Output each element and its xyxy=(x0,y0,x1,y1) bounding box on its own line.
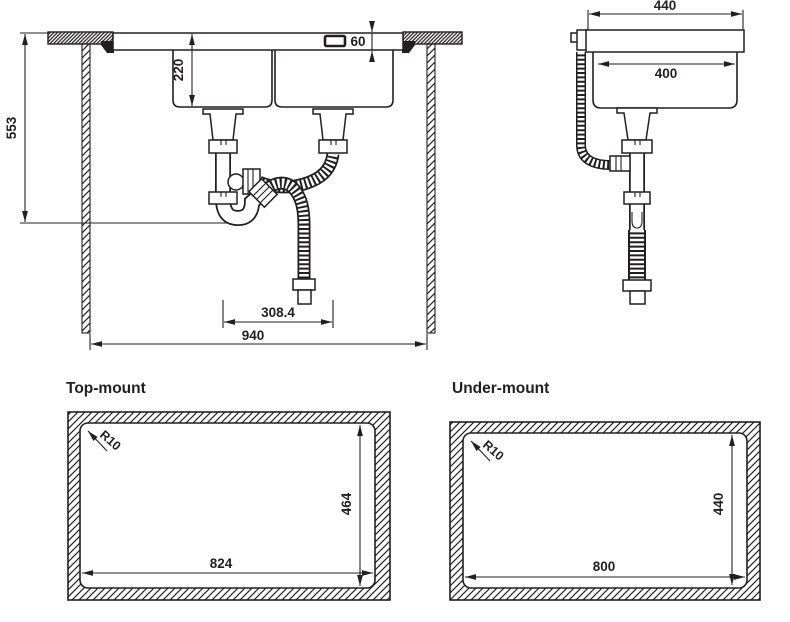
top-mount-diagram: Top-mount R10 464 824 xyxy=(66,380,391,601)
slip-nut-notch xyxy=(634,140,641,145)
slip-nut-notch xyxy=(220,192,227,197)
cabinet-width-dim-label: 940 xyxy=(242,328,265,343)
drain-funnel-side xyxy=(616,107,658,141)
mount-clamp-right xyxy=(402,41,415,53)
drain-funnel-left xyxy=(202,108,244,141)
topmount-height-dim-label: 464 xyxy=(339,492,354,515)
topmount-width-dim-label: 824 xyxy=(210,556,233,571)
side-overall-width-dim-label: 440 xyxy=(654,0,677,13)
radius-leader xyxy=(87,430,108,452)
radius-leader xyxy=(470,440,491,462)
drain-trap xyxy=(216,153,266,225)
mount-clamp-left xyxy=(101,41,114,53)
undermount-height-dim-label: 440 xyxy=(711,493,726,516)
slip-nut xyxy=(621,139,653,154)
waste-outlet-end xyxy=(297,289,312,305)
outlet-fitting-side xyxy=(622,279,652,292)
side-view: 440 400 xyxy=(570,0,745,305)
cabinet-wall-right xyxy=(426,43,436,334)
under-mount-diagram: Under-mount R10 440 800 xyxy=(449,380,761,601)
bowl-depth-dim-label: 220 xyxy=(171,59,186,82)
slip-nut xyxy=(623,191,651,205)
rim-height-dim-label: 60 xyxy=(350,34,365,49)
cabinet-wall-left xyxy=(81,43,91,334)
overflow-nut xyxy=(609,155,631,172)
topmount-title: Top-mount xyxy=(66,380,146,397)
undermount-title: Under-mount xyxy=(452,380,549,397)
sink-bowl-left xyxy=(172,50,273,108)
side-bowl-width-dim-label: 400 xyxy=(655,66,678,81)
front-view: 553 60 220 xyxy=(4,21,463,350)
tap-hole-icon xyxy=(323,34,347,48)
extension-line xyxy=(222,300,334,328)
drain-spacing-dim-label: 308.4 xyxy=(261,305,295,320)
drain-funnel-right xyxy=(312,108,354,141)
outlet-end-side xyxy=(629,290,646,305)
trap-elbow xyxy=(227,173,245,191)
slip-nut xyxy=(208,191,238,205)
inner-tube-detail xyxy=(631,212,643,229)
overflow-nut-ridges xyxy=(615,156,622,171)
extension-line xyxy=(89,334,428,350)
front-height-dim-label: 553 xyxy=(4,116,19,139)
waste-outlet xyxy=(292,278,316,291)
overflow-hose xyxy=(577,52,612,169)
undermount-width-dim-label: 800 xyxy=(593,559,616,574)
slip-nut xyxy=(318,139,348,154)
slip-nut-notch xyxy=(220,140,227,145)
cutout-opening xyxy=(462,432,748,589)
sink-rim-side xyxy=(585,29,745,53)
waste-hose xyxy=(262,178,309,279)
slip-nut-notch xyxy=(634,192,641,197)
sink-bowl-side xyxy=(592,52,738,109)
cutout-opening xyxy=(79,422,376,589)
sink-bowl-right xyxy=(274,50,394,108)
interconnect-hose xyxy=(257,153,338,192)
slip-nut xyxy=(208,139,238,154)
slip-nut-notch xyxy=(330,140,337,145)
extension-line xyxy=(587,10,744,30)
outlet-fitting xyxy=(247,177,279,209)
